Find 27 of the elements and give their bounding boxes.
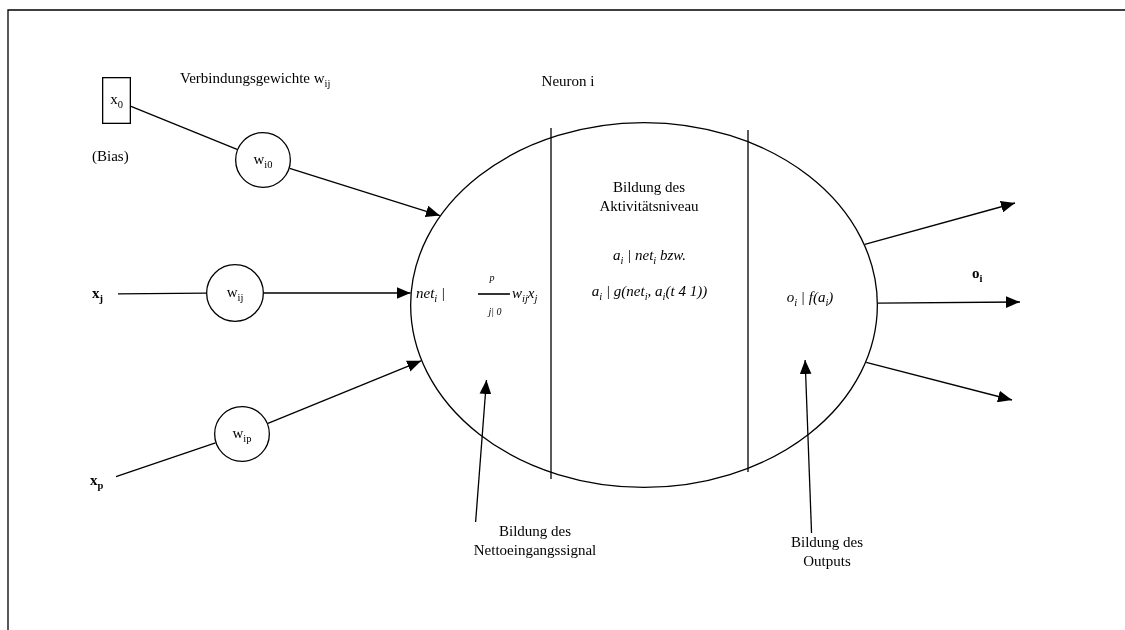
arrow — [267, 360, 422, 425]
arrow — [877, 296, 1021, 308]
formula: j| 0 — [486, 306, 503, 318]
formula: a$_{i}$ | net$_{i}$ bzw. — [612, 246, 687, 265]
node-label: x$_{0}$ — [109, 90, 124, 109]
node-label: Bildung des Outputs — [789, 533, 865, 571]
node-label: w$_{i0}$ — [252, 150, 274, 169]
formula: net$_{i}$ | — [416, 284, 447, 303]
node-label: x$_{p}$ — [90, 471, 105, 490]
arrow — [865, 361, 1013, 403]
leader-arrow — [474, 379, 492, 523]
node-label: Bildung des Nettoeingangssignal — [472, 522, 598, 560]
node-label: Bildung des Aktivitätsniveau — [598, 178, 700, 216]
arrow — [289, 167, 441, 217]
formula: a$_{i}$ | g(net$_{i}$, a$_{i}$(t 4 1)) — [590, 282, 709, 301]
formula: p — [488, 272, 496, 284]
annotation-text: Verbindungsgewichte w$_{ij}$ — [180, 69, 332, 88]
formula: w$_{ij}$x$_{j}$ — [512, 284, 539, 303]
node-label: w$_{ip}$ — [231, 424, 253, 443]
leader-arrow — [799, 359, 813, 534]
formula: o$_{i}$ | f(a$_{i}$) — [785, 288, 835, 307]
arrow — [864, 201, 1016, 245]
neuron-heading: Neuron i — [540, 72, 596, 91]
node-label: w$_{ij}$ — [225, 283, 245, 302]
arrow — [263, 287, 412, 299]
node-label: x$_{j}$ — [92, 284, 104, 303]
node-caption: (Bias) — [92, 147, 130, 166]
